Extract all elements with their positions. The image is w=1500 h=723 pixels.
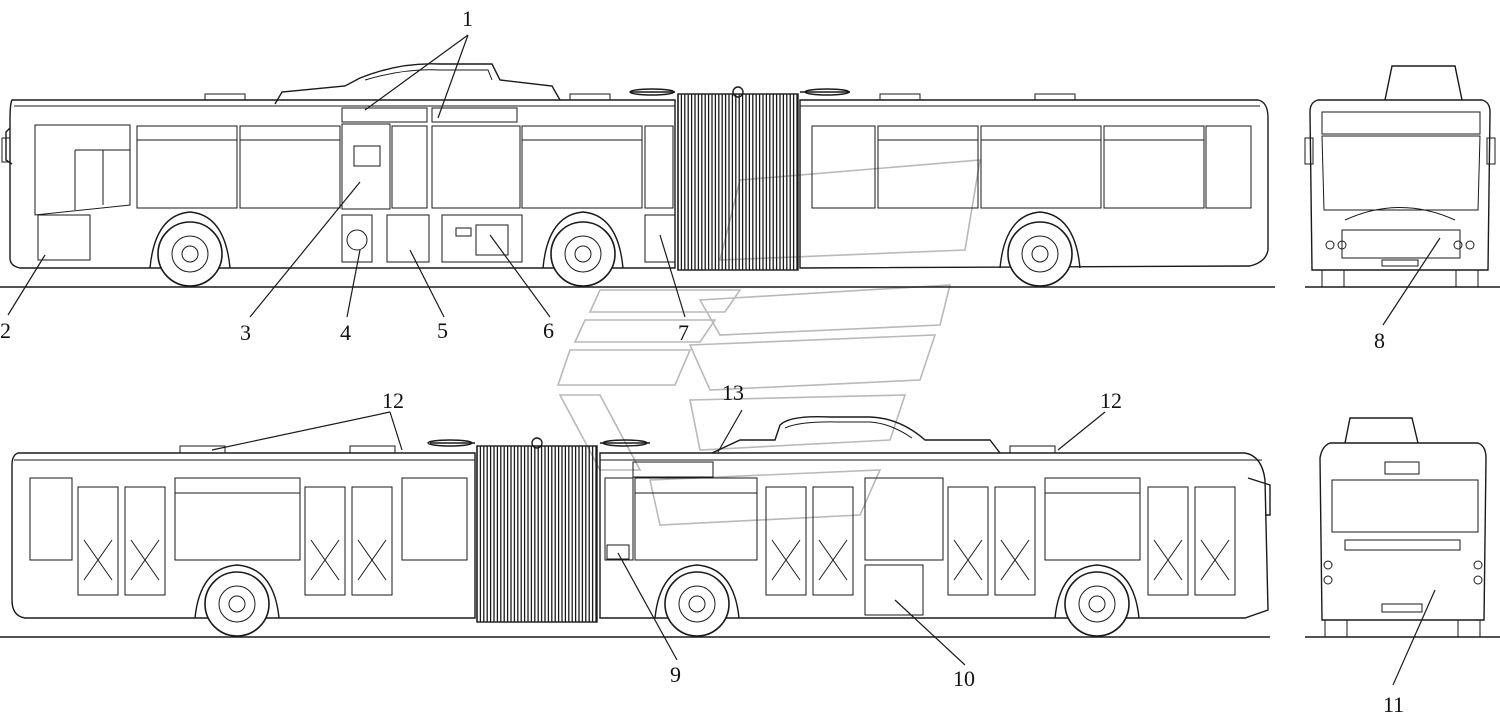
bus-front-view [1304,65,1500,288]
callout-1: 1 [462,6,473,31]
callout-3: 3 [240,320,251,345]
callout-13: 13 [722,380,744,405]
callout-11: 11 [1383,692,1404,717]
articulation-bellows [677,93,799,271]
watermark-logo [556,159,981,526]
callout-5: 5 [437,318,448,343]
callout-8: 8 [1374,328,1385,353]
callout-12-left: 12 [382,388,404,413]
bus-side-view-right [0,63,1275,288]
bus-side-view-left [0,415,1271,638]
callout-9: 9 [670,662,681,687]
callouts: 1 2 3 4 5 6 7 8 9 10 11 12 12 13 [0,6,1404,717]
callout-7: 7 [678,320,689,345]
articulation-bellows [476,445,598,623]
callout-10: 10 [953,666,975,691]
callout-4: 4 [340,320,351,345]
callout-2: 2 [0,318,11,343]
callout-6: 6 [543,318,554,343]
leader-lines [7,34,1441,686]
bus-rear-view [1305,417,1500,638]
roof-grille [341,107,518,123]
callout-12-right: 12 [1100,388,1122,413]
